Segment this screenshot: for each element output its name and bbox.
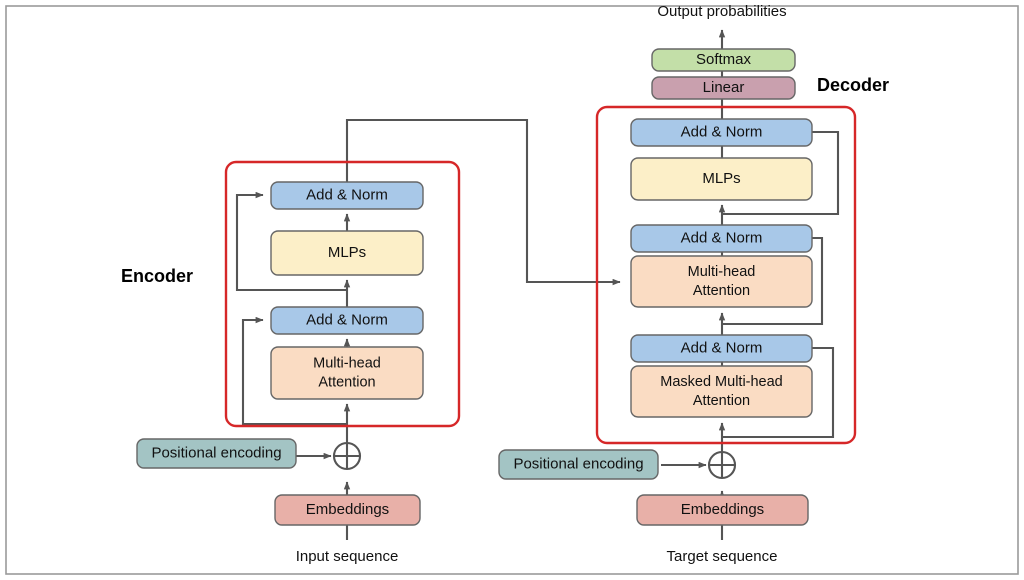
node-enc-mlps: MLPs xyxy=(270,230,424,276)
node-enc-self-attn-shape xyxy=(270,346,424,400)
node-softmax-label: Softmax xyxy=(696,51,752,68)
node-dec-cross-attn-label: Multi-head xyxy=(688,264,756,280)
encoder-adder xyxy=(332,441,362,471)
node-enc-add-norm-2: Add & Norm xyxy=(270,181,424,210)
node-enc-add-norm-2-label: Add & Norm xyxy=(306,186,388,203)
node-enc-embeddings-label: Embeddings xyxy=(306,501,389,518)
node-dec-add-norm-3-label: Add & Norm xyxy=(681,123,763,140)
node-enc-add-norm-1: Add & Norm xyxy=(270,306,424,335)
node-linear-shape xyxy=(651,76,796,100)
node-linear-label: Linear xyxy=(703,79,745,96)
encoder-group-label: Encoder xyxy=(121,266,193,286)
node-enc-add-norm-2-shape xyxy=(270,181,424,210)
node-enc-embeddings-shape xyxy=(274,494,421,526)
node-dec-masked-attn-label: Masked Multi-head xyxy=(660,374,783,390)
node-enc-self-attn-label: Multi-head xyxy=(313,355,381,371)
encoder-group-box xyxy=(224,160,461,428)
node-dec-positional-shape xyxy=(498,449,659,480)
node-dec-embeddings: Embeddings xyxy=(636,494,809,526)
node-enc-add-norm-1-label: Add & Norm xyxy=(306,311,388,328)
node-dec-add-norm-1: Add & Norm xyxy=(630,334,813,363)
target-sequence-label: Target sequence xyxy=(667,548,778,565)
node-linear: Linear xyxy=(651,76,796,100)
node-dec-cross-attn-label: Attention xyxy=(693,283,750,299)
node-dec-embeddings-label: Embeddings xyxy=(681,501,764,518)
node-dec-mlps-label: MLPs xyxy=(702,170,740,187)
node-softmax: Softmax xyxy=(651,48,796,72)
node-enc-mlps-label: MLPs xyxy=(328,244,366,261)
node-dec-add-norm-1-label: Add & Norm xyxy=(681,339,763,356)
decoder-group-label: Decoder xyxy=(817,75,889,95)
node-dec-mlps-shape xyxy=(630,157,813,201)
decoder-adder xyxy=(707,450,737,480)
node-dec-add-norm-2-label: Add & Norm xyxy=(681,229,763,246)
node-dec-add-norm-2-shape xyxy=(630,224,813,253)
node-enc-positional-label: Positional encoding xyxy=(151,444,281,461)
node-dec-mlps: MLPs xyxy=(630,157,813,201)
node-enc-self-attn-label: Attention xyxy=(318,374,375,390)
node-enc-positional-shape xyxy=(136,438,297,469)
node-dec-add-norm-3: Add & Norm xyxy=(630,118,813,147)
node-dec-positional-label: Positional encoding xyxy=(513,455,643,472)
node-enc-positional: Positional encoding xyxy=(136,438,297,469)
node-enc-add-norm-1-shape xyxy=(270,306,424,335)
node-dec-add-norm-3-shape xyxy=(630,118,813,147)
group-boxes xyxy=(224,105,857,445)
node-dec-positional: Positional encoding xyxy=(498,449,659,480)
node-softmax-shape xyxy=(651,48,796,72)
node-dec-masked-attn-shape xyxy=(630,365,813,418)
node-dec-embeddings-shape xyxy=(636,494,809,526)
decoder-group-box xyxy=(595,105,857,445)
output-probabilities-label: Output probabilities xyxy=(657,3,786,20)
node-dec-cross-attn-shape xyxy=(630,255,813,308)
adders xyxy=(332,441,737,480)
node-enc-embeddings: Embeddings xyxy=(274,494,421,526)
arrow-encoder-output-to-cross-attention xyxy=(345,118,621,286)
residual-decoder-2 xyxy=(722,236,824,326)
input-sequence-label: Input sequence xyxy=(296,548,399,565)
residual-encoder-2 xyxy=(235,191,347,292)
node-enc-mlps-shape xyxy=(270,230,424,276)
node-dec-add-norm-1-shape xyxy=(630,334,813,363)
node-dec-masked-attn-label: Attention xyxy=(693,393,750,409)
node-dec-add-norm-2: Add & Norm xyxy=(630,224,813,253)
residual-encoder-1 xyxy=(241,316,347,426)
